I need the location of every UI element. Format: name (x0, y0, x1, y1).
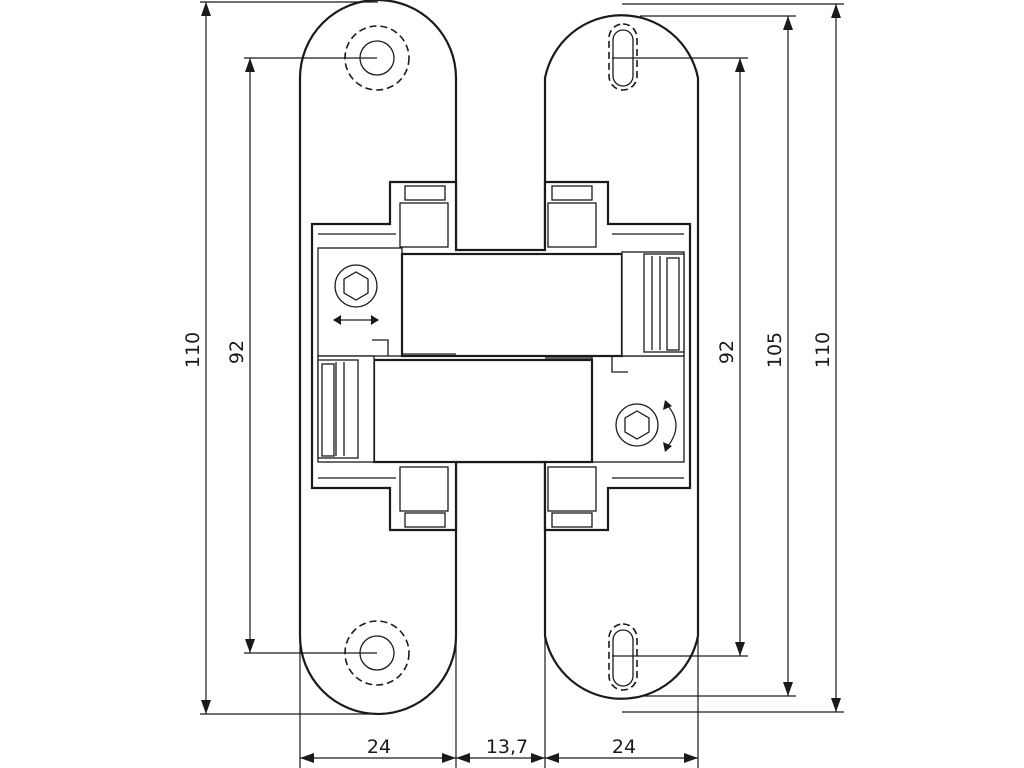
slot-hole-bottom-right (608, 623, 638, 691)
slot-hole-top-right (608, 23, 638, 91)
dim-left-total-height: 110 (182, 332, 204, 368)
curved-arrow-icon (663, 400, 677, 452)
dim-left-plate-width: 24 (367, 736, 391, 758)
dimension-lines (200, 1, 844, 768)
double-arrow-icon (333, 315, 379, 325)
dim-right-plate-width: 24 (612, 736, 636, 758)
hinge-body (310, 180, 692, 532)
dim-right-total-height: 110 (812, 332, 834, 368)
dim-right-plate-height: 105 (764, 332, 786, 368)
dim-left-screw-spacing: 92 (226, 340, 248, 364)
hex-socket-icon (615, 403, 659, 447)
dim-right-screw-spacing: 92 (716, 340, 738, 364)
hex-socket-icon (334, 264, 378, 308)
dim-gap-width: 13,7 (486, 736, 528, 758)
